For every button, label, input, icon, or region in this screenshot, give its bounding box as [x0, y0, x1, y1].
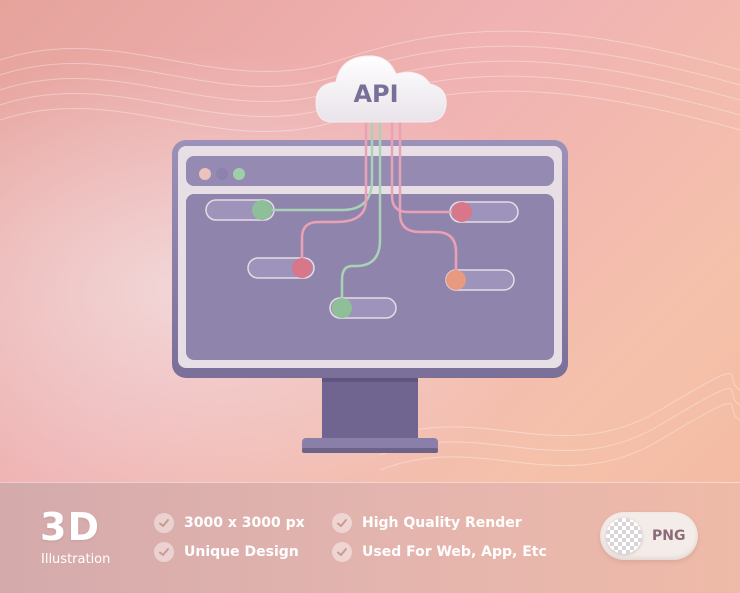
api-cloud-icon: API — [315, 55, 447, 123]
feature-label: Used For Web, App, Etc — [362, 544, 547, 560]
feature-label: High Quality Render — [362, 515, 522, 531]
check-icon — [332, 513, 352, 533]
brand-subtitle: Illustration — [41, 552, 111, 567]
feature-item: 3000 x 3000 px — [154, 512, 305, 534]
brand-title: 3D — [40, 505, 100, 549]
png-format-label: PNG — [652, 528, 686, 544]
monitor — [172, 140, 568, 378]
check-icon — [154, 513, 174, 533]
node-peach-icon — [446, 270, 466, 290]
window-dot-icon — [216, 168, 228, 180]
api-monitor-illustration: API — [0, 0, 740, 482]
feature-item: Unique Design — [154, 541, 299, 563]
monitor-stand — [302, 372, 438, 453]
transparency-checker-icon — [606, 518, 642, 554]
check-icon — [332, 542, 352, 562]
node-pink-icon — [292, 258, 312, 278]
check-icon — [154, 542, 174, 562]
feature-label: Unique Design — [184, 544, 299, 560]
node-green-icon — [332, 298, 352, 318]
node-green-icon — [252, 200, 272, 220]
window-dot-icon — [233, 168, 245, 180]
product-illustration: API — [0, 0, 740, 482]
connection-wires — [260, 116, 464, 310]
feature-label: 3000 x 3000 px — [184, 515, 305, 531]
cloud-api-label: API — [353, 80, 398, 108]
feature-item: High Quality Render — [332, 512, 522, 534]
node-pink-icon — [452, 202, 472, 222]
window-dot-icon — [199, 168, 211, 180]
feature-item: Used For Web, App, Etc — [332, 541, 547, 563]
